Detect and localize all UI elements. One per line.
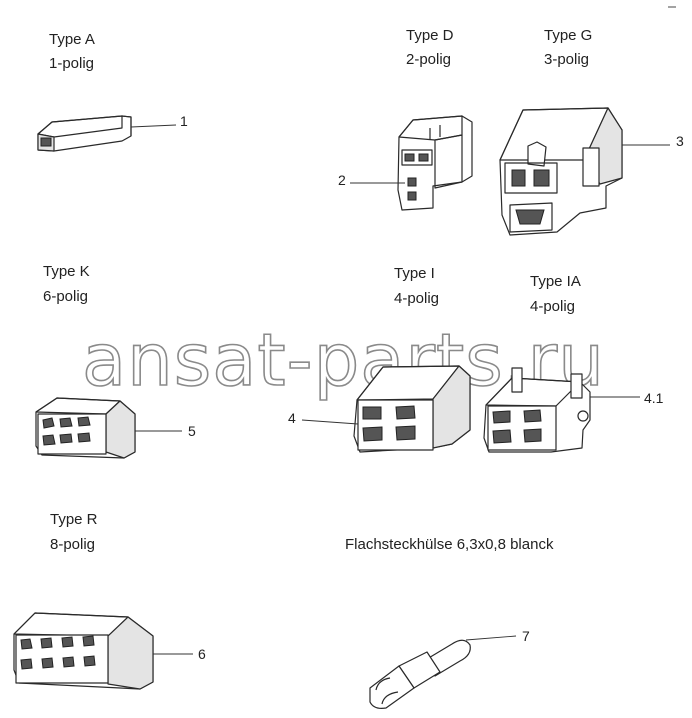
connector-type-ia [483, 367, 640, 453]
callout-6: 6 [198, 646, 206, 662]
type-g-pins: 3-polig [544, 51, 590, 68]
type-d-name: Type D [406, 27, 454, 44]
type-a-pins: 1-polig [49, 55, 95, 72]
type-i-name: Type I [394, 265, 435, 282]
connector-type-g [499, 107, 670, 236]
type-r-pins: 8-polig [50, 536, 96, 553]
flat-terminal [369, 635, 517, 709]
callout-4-1: 4.1 [644, 390, 664, 406]
callout-4: 4 [288, 410, 296, 426]
type-i-pins: 4-polig [394, 290, 440, 307]
type-g-name: Type G [544, 27, 593, 44]
type-d-pins: 2-polig [406, 51, 452, 68]
callout-1: 1 [180, 113, 188, 129]
callout-3: 3 [676, 133, 684, 149]
type-r-name: Type R [50, 511, 98, 528]
connector-type-a [37, 115, 177, 152]
type-a-name: Type A [49, 31, 95, 48]
type-k-pins: 6-polig [43, 288, 89, 305]
connector-type-i [301, 365, 471, 453]
callout-7: 7 [522, 628, 530, 644]
type-ia-name: Type IA [530, 273, 581, 290]
connector-type-k [35, 397, 182, 459]
type-ia-pins: 4-polig [530, 298, 576, 315]
connector-type-d [350, 115, 473, 211]
callout-2: 2 [338, 172, 346, 188]
terminal-caption: Flachsteckhülse 6,3x0,8 blanck [345, 536, 554, 553]
callout-5: 5 [188, 423, 196, 439]
type-k-name: Type K [43, 263, 90, 280]
connector-type-r [13, 612, 193, 690]
